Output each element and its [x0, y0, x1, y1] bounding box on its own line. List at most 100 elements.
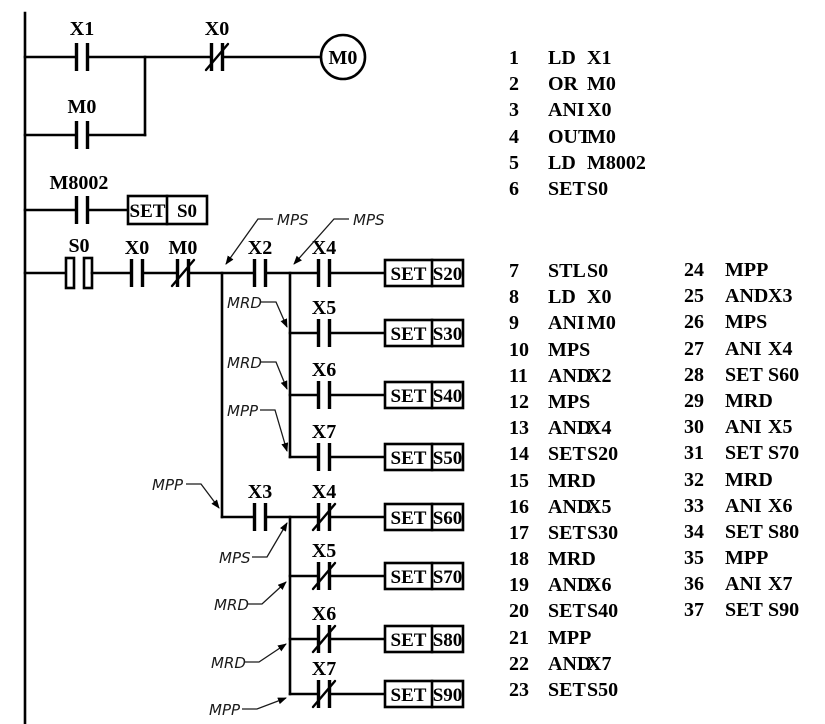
step-number: 7 — [509, 260, 519, 282]
operand: X0 — [587, 99, 612, 122]
label-x4-nc: X4 — [312, 481, 336, 503]
step-number: 6 — [509, 177, 519, 200]
opcode: MPP — [548, 626, 592, 649]
operand — [587, 470, 618, 496]
instruction-list-col2: 7 STL S0 8 LD X0 9 ANI M0 10 MPS — [509, 260, 618, 705]
label-m0-parallel: M0 — [68, 96, 97, 118]
step-number: 17 — [509, 521, 529, 544]
operand: M0 — [587, 312, 616, 335]
step-number: 24 — [684, 259, 704, 281]
opcode: MRD — [548, 469, 596, 492]
operand — [768, 390, 799, 416]
instruction-row: 23 SET S50 — [509, 679, 618, 705]
opcode: SET — [548, 521, 586, 544]
step-number: 22 — [509, 652, 529, 675]
instruction-row: 22 AND X7 — [509, 653, 618, 679]
set-arg-s50: S50 — [433, 448, 463, 469]
operand: X6 — [768, 494, 793, 517]
operand: S90 — [768, 599, 800, 622]
operand: S0 — [587, 260, 609, 282]
set-arg-s20: S20 — [433, 264, 463, 285]
instruction-row: 29 MRD — [684, 390, 799, 416]
operand: S20 — [587, 443, 619, 466]
instruction-row: 19 AND X6 — [509, 574, 618, 600]
operand: X0 — [587, 286, 612, 309]
svg-text:SET: SET — [391, 324, 427, 345]
step-number: 32 — [684, 468, 704, 491]
branch-row: X7 SET S50 — [288, 421, 465, 472]
set-arg-s90: S90 — [433, 685, 463, 706]
operand: X7 — [587, 652, 612, 675]
opcode: OUT — [548, 125, 592, 148]
svg-text:SET: SET — [391, 448, 427, 469]
opcode: SET — [548, 679, 586, 701]
instruction-row: 9 ANI M0 — [509, 312, 618, 338]
label-x2: X2 — [248, 237, 272, 259]
instruction-row: 6 SET S0 — [509, 178, 646, 204]
opcode: LD — [548, 47, 576, 69]
step-number: 25 — [684, 285, 704, 308]
operand: X5 — [768, 416, 793, 439]
step-number: 23 — [509, 679, 529, 701]
branch-row: X4 SET S20 — [312, 237, 465, 288]
branch-row: X7 SET S90 — [288, 658, 465, 709]
operand — [587, 391, 618, 417]
opcode: AND — [548, 574, 592, 597]
operand: S50 — [587, 679, 619, 701]
svg-text:SET: SET — [391, 630, 427, 651]
annotation-mpp-3: MPP — [209, 701, 241, 719]
step-number: 28 — [684, 363, 704, 386]
opcode: AND — [725, 285, 769, 308]
opcode: AND — [548, 417, 592, 440]
operand — [587, 548, 618, 574]
opcode: AND — [548, 495, 592, 518]
step-number: 13 — [509, 417, 529, 440]
instruction-row: 27 ANI X4 — [684, 338, 799, 364]
instruction-row: 24 MPP — [684, 259, 799, 285]
branch-row: X5 SET S30 — [288, 297, 465, 348]
stack-annotations: MPS MPS MRD MRD MPP MPP MPS MRD MRD MPP — [152, 211, 385, 719]
opcode: MRD — [548, 548, 596, 571]
step-number: 27 — [684, 337, 704, 360]
step-number: 11 — [509, 364, 528, 387]
operand: X3 — [768, 285, 793, 308]
opcode: LD — [548, 151, 576, 174]
coil-m0 — [319, 33, 367, 81]
operand: X1 — [587, 47, 612, 69]
label-x6-nc: X6 — [312, 603, 336, 625]
operand: S0 — [587, 177, 609, 200]
step-number: 29 — [684, 389, 704, 412]
instruction-row: 13 AND X4 — [509, 417, 618, 443]
step-number: 2 — [509, 73, 519, 96]
instruction-row: 32 MRD — [684, 469, 799, 495]
instruction-row: 36 ANI X7 — [684, 573, 799, 599]
operand — [768, 469, 799, 495]
opcode: ANI — [725, 416, 762, 439]
annotation-mps-1: MPS — [277, 211, 309, 229]
set-arg-s40: S40 — [433, 386, 463, 407]
instruction-row: 16 AND X5 — [509, 496, 618, 522]
opcode: MPP — [725, 259, 769, 281]
instruction-row: 11 AND X2 — [509, 365, 618, 391]
operand: X5 — [587, 495, 612, 518]
svg-text:SET: SET — [391, 567, 427, 588]
step-number: 8 — [509, 286, 519, 309]
nc-slash — [204, 42, 230, 72]
set-arg-s70: S70 — [433, 567, 463, 588]
opcode: SET — [725, 442, 763, 465]
label-x4: X4 — [312, 237, 336, 259]
operand: X7 — [768, 573, 793, 596]
opcode: MPP — [725, 547, 769, 570]
opcode: STL — [548, 260, 586, 282]
instruction-row: 31 SET S70 — [684, 442, 799, 468]
opcode: MRD — [725, 468, 773, 491]
rung-2: M8002 SET S0 — [23, 172, 209, 226]
instruction-row: 15 MRD — [509, 470, 618, 496]
set-op: SET — [130, 201, 166, 222]
instruction-row: 4 OUT M0 — [509, 126, 646, 152]
step-number: 34 — [684, 520, 704, 543]
opcode: SET — [548, 600, 586, 623]
step-number: 19 — [509, 574, 529, 597]
instruction-row: 26 MPS — [684, 311, 799, 337]
operand: S60 — [768, 363, 800, 386]
